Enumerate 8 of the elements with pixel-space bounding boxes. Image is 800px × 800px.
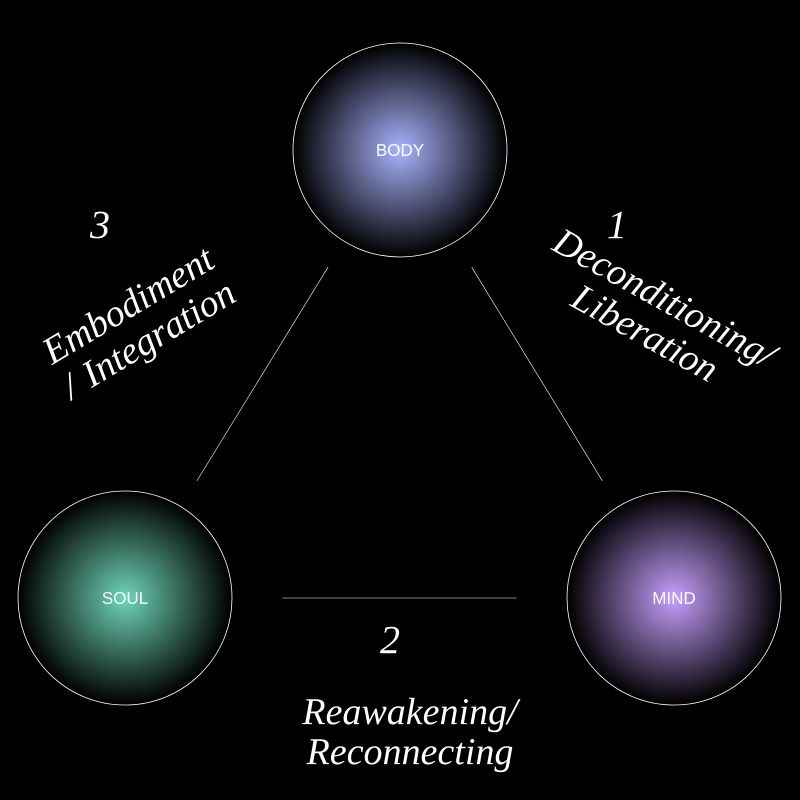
step-number: 2 <box>380 626 400 654</box>
circle-node: MIND <box>566 490 782 706</box>
circle-node: BODY <box>292 42 508 258</box>
edge-label: Reawakening/ Reconnecting <box>302 698 521 772</box>
connector-line <box>196 266 328 482</box>
step-number: 3 <box>90 212 109 238</box>
circle-node: SOUL <box>18 490 232 706</box>
connector-line <box>471 266 603 482</box>
